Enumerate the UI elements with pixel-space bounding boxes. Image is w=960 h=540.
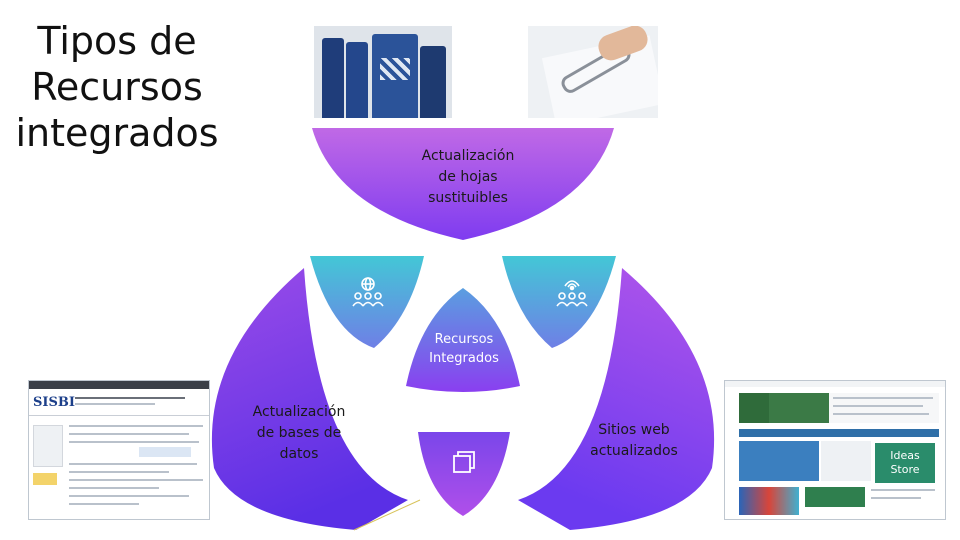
center-line-1: Recursos [434, 332, 494, 347]
right-petal-line-2: actualizados [590, 443, 678, 459]
title-line-2: Recursos [31, 65, 203, 109]
left-petal-label: Actualización de bases de datos [236, 402, 362, 465]
ideas-store-badge: Ideas Store [875, 443, 935, 483]
right-petal [518, 268, 715, 530]
binder-rings-photo [528, 26, 658, 118]
sisbi-logo: SISBI [33, 395, 75, 410]
title-line-3: integrados [15, 111, 219, 155]
library-website-screenshot: Ideas Store [724, 380, 946, 520]
top-petal-line-2: de hojas [438, 169, 498, 185]
window-frame-icon [453, 451, 475, 473]
badge-line-2: Store [890, 463, 920, 476]
center-line-2: Integrados [429, 351, 499, 366]
right-petal-label: Sitios web actualizados [576, 420, 692, 462]
right-petal-line-1: Sitios web [598, 422, 670, 438]
bottom-overlap [418, 432, 510, 516]
badge-line-1: Ideas [890, 449, 920, 462]
top-petal [312, 128, 614, 240]
center-triangle [406, 288, 520, 392]
title-line-1: Tipos de [37, 19, 197, 63]
top-petal-label: Actualización de hojas sustituibles [408, 146, 528, 209]
broadcast-people-icon [556, 280, 588, 307]
right-overlap [502, 256, 616, 348]
top-petal-line-3: sustituibles [428, 190, 508, 206]
sisbi-website-screenshot: SISBI [28, 380, 210, 520]
left-petal-line-3: datos [279, 446, 319, 462]
left-petal-line-2: de bases de [256, 425, 342, 441]
center-label: Recursos Integrados [414, 330, 514, 368]
globe-people-icon [352, 277, 384, 307]
binders-photo [314, 26, 452, 118]
top-petal-line-1: Actualización [421, 148, 515, 164]
left-petal-line-1: Actualización [252, 404, 346, 420]
left-petal [211, 268, 408, 530]
slide-title: Tipos de Recursos integrados [12, 18, 222, 156]
